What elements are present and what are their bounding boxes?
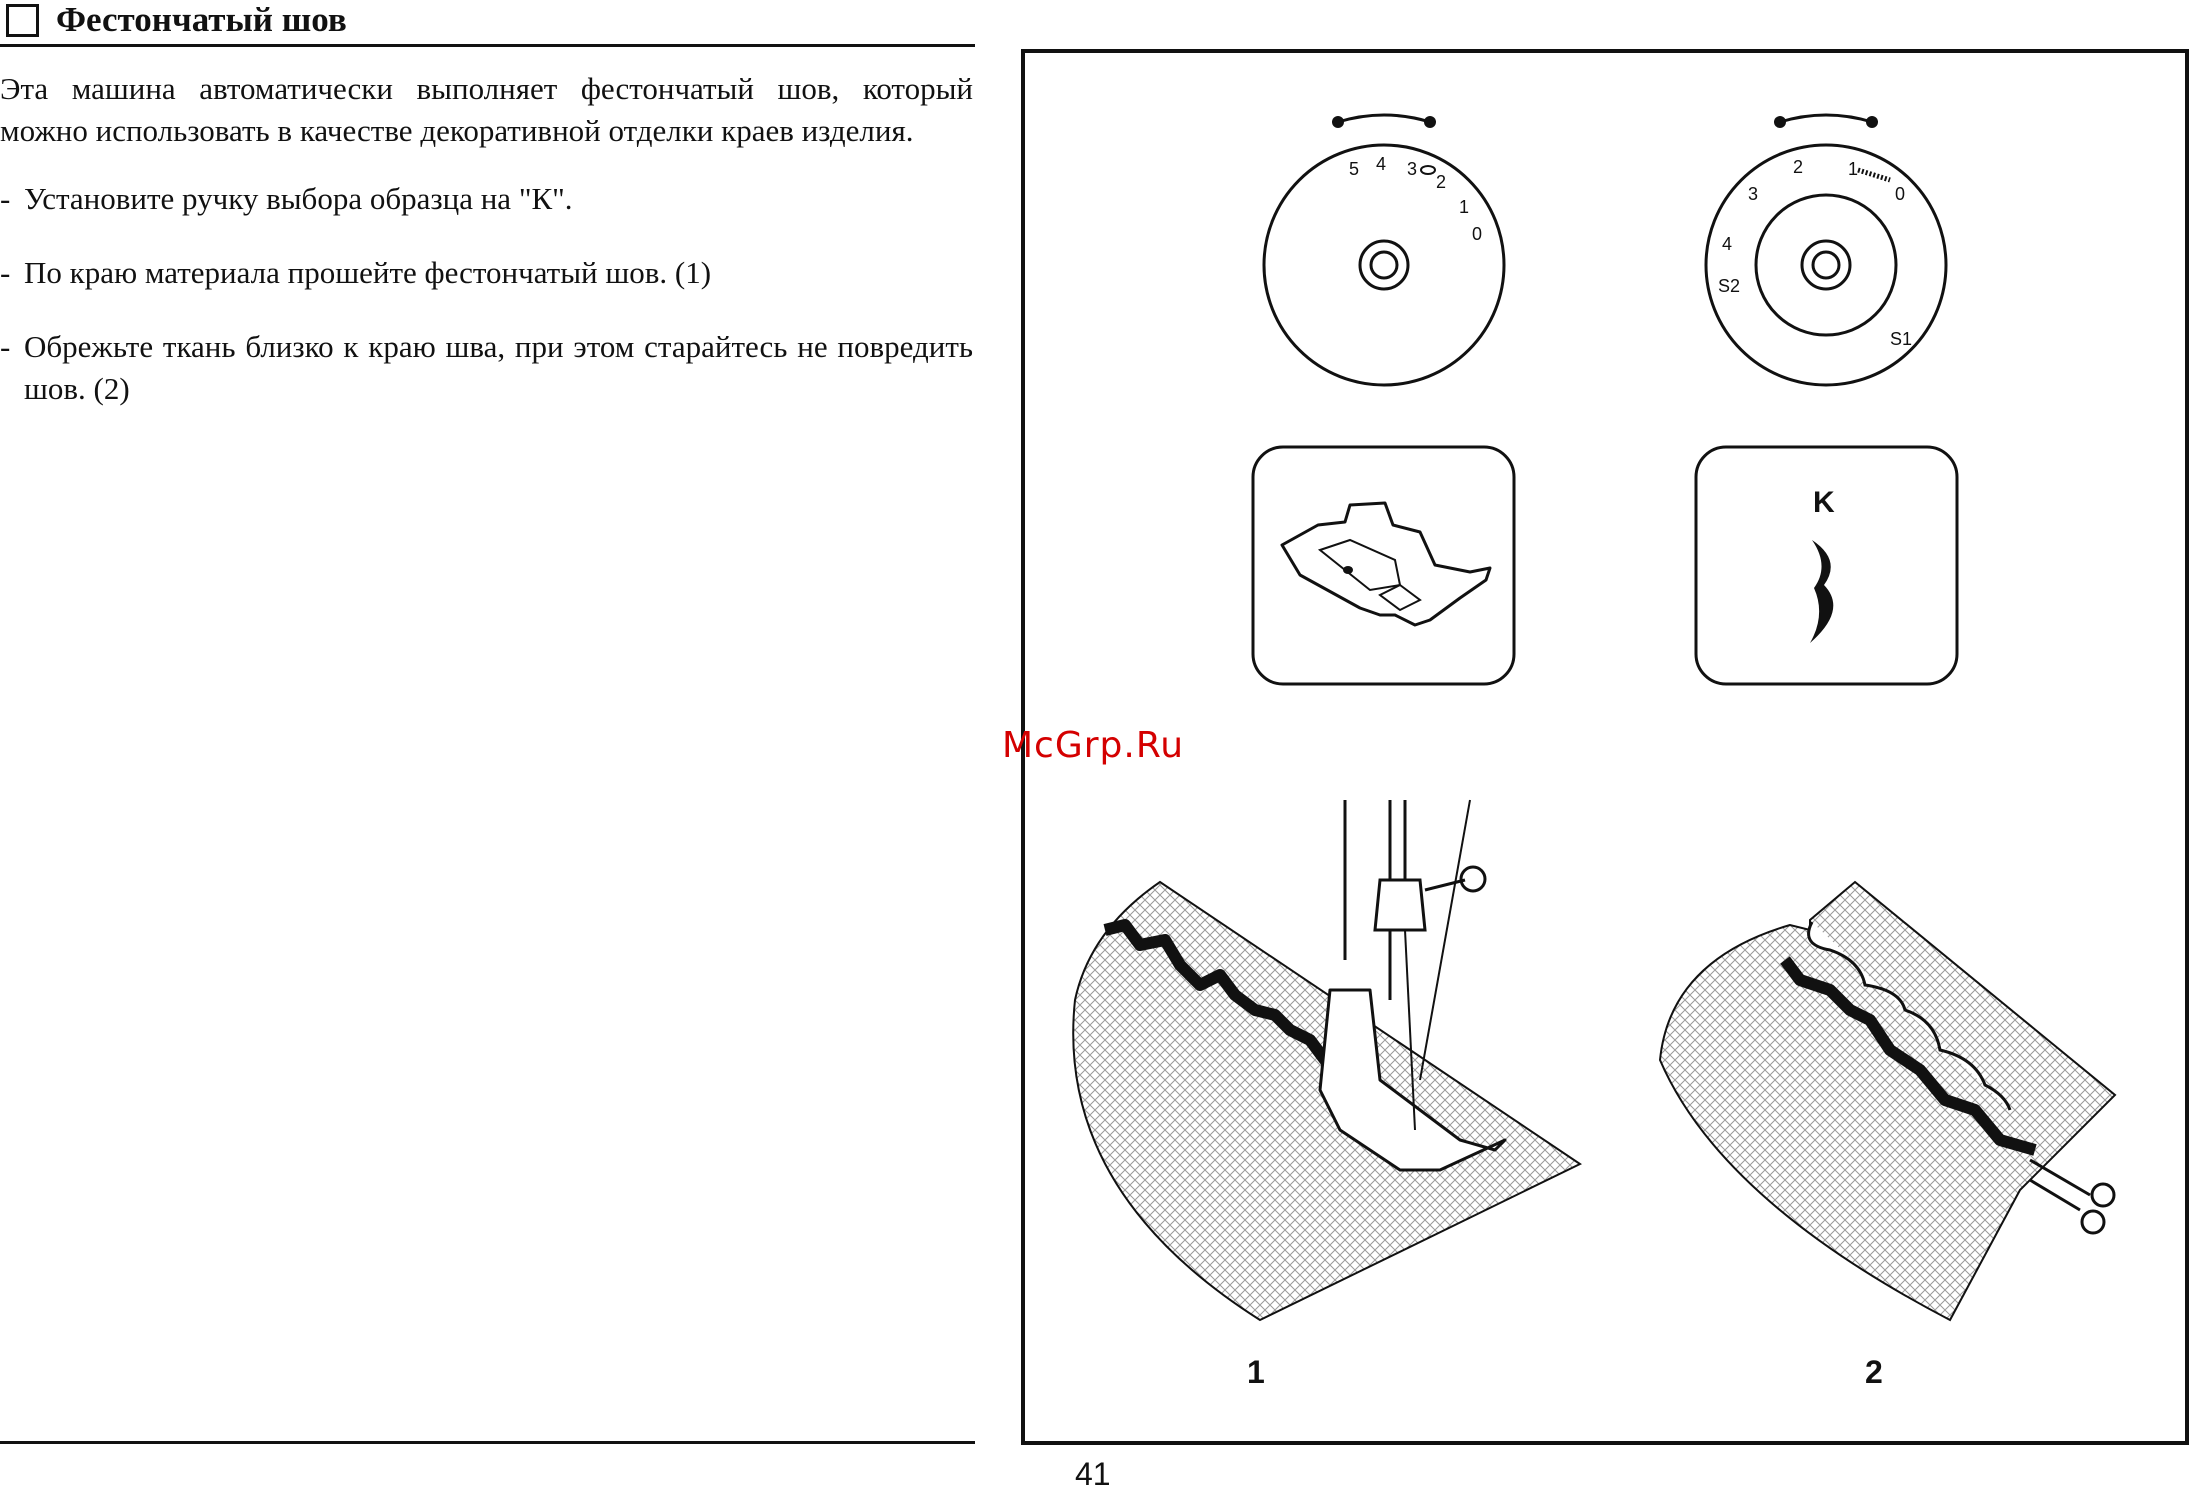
list-item: -Обрежьте ткань близко к краю шва, при э… <box>0 329 973 406</box>
dial-number: 2 <box>1436 172 1446 192</box>
sewing-illustration <box>1072 799 1582 1322</box>
steps-list: -Установите ручку выбора образца на "К".… <box>0 178 973 410</box>
list-item: -Установите ручку выбора образца на "К". <box>0 181 573 216</box>
bottom-divider <box>0 1441 975 1444</box>
dial-number: 3 <box>1748 184 1758 204</box>
pattern-selector-dial-icon: 3 2 1 0 S2 4 S1 <box>1704 113 1948 387</box>
dial-number: 2 <box>1793 157 1803 177</box>
figure-label-2: 2 <box>1865 1354 1883 1390</box>
pattern-letter: K <box>1813 486 1835 519</box>
dial-number: 5 <box>1349 159 1359 179</box>
figure-frame <box>1021 49 2189 1445</box>
dial-number: S1 <box>1890 329 1912 349</box>
dial-number: 4 <box>1376 154 1386 174</box>
list-item: -По краю материала прошейте фестончатый … <box>0 255 712 290</box>
step-text: Обрежьте ткань близко к краю шва, при эт… <box>24 329 973 406</box>
page-number: 41 <box>1075 1456 1111 1492</box>
instructions-column: Эта машина автоматически выполняет фесто… <box>0 68 973 442</box>
cutting-illustration <box>1658 880 2117 1322</box>
dial-number: S2 <box>1718 276 1740 296</box>
dial-number: 0 <box>1472 224 1482 244</box>
dial-number: 1 <box>1459 197 1469 217</box>
dial-number: 0 <box>1895 184 1905 204</box>
dial-number: 4 <box>1722 234 1732 254</box>
intro-paragraph: Эта машина автоматически выполняет фесто… <box>0 71 973 148</box>
figure-label-1: 1 <box>1247 1354 1265 1390</box>
section-header: Фестончатый шов <box>0 0 975 47</box>
dial-number: 3 <box>1407 159 1417 179</box>
step-text: Установите ручку выбора образца на "К". <box>24 181 573 216</box>
dial-number: 1 <box>1848 159 1858 179</box>
section-title: Фестончатый шов <box>56 0 347 39</box>
stitch-length-dial-icon: 5 4 3 2 1 0 <box>1262 113 1506 387</box>
step-text: По краю материала прошейте фестончатый ш… <box>24 255 712 290</box>
checkbox-icon <box>6 4 39 37</box>
watermark: McGrp.Ru <box>1002 725 1185 766</box>
pattern-k-icon: K <box>1694 445 1959 686</box>
presser-foot-icon <box>1251 445 1516 686</box>
